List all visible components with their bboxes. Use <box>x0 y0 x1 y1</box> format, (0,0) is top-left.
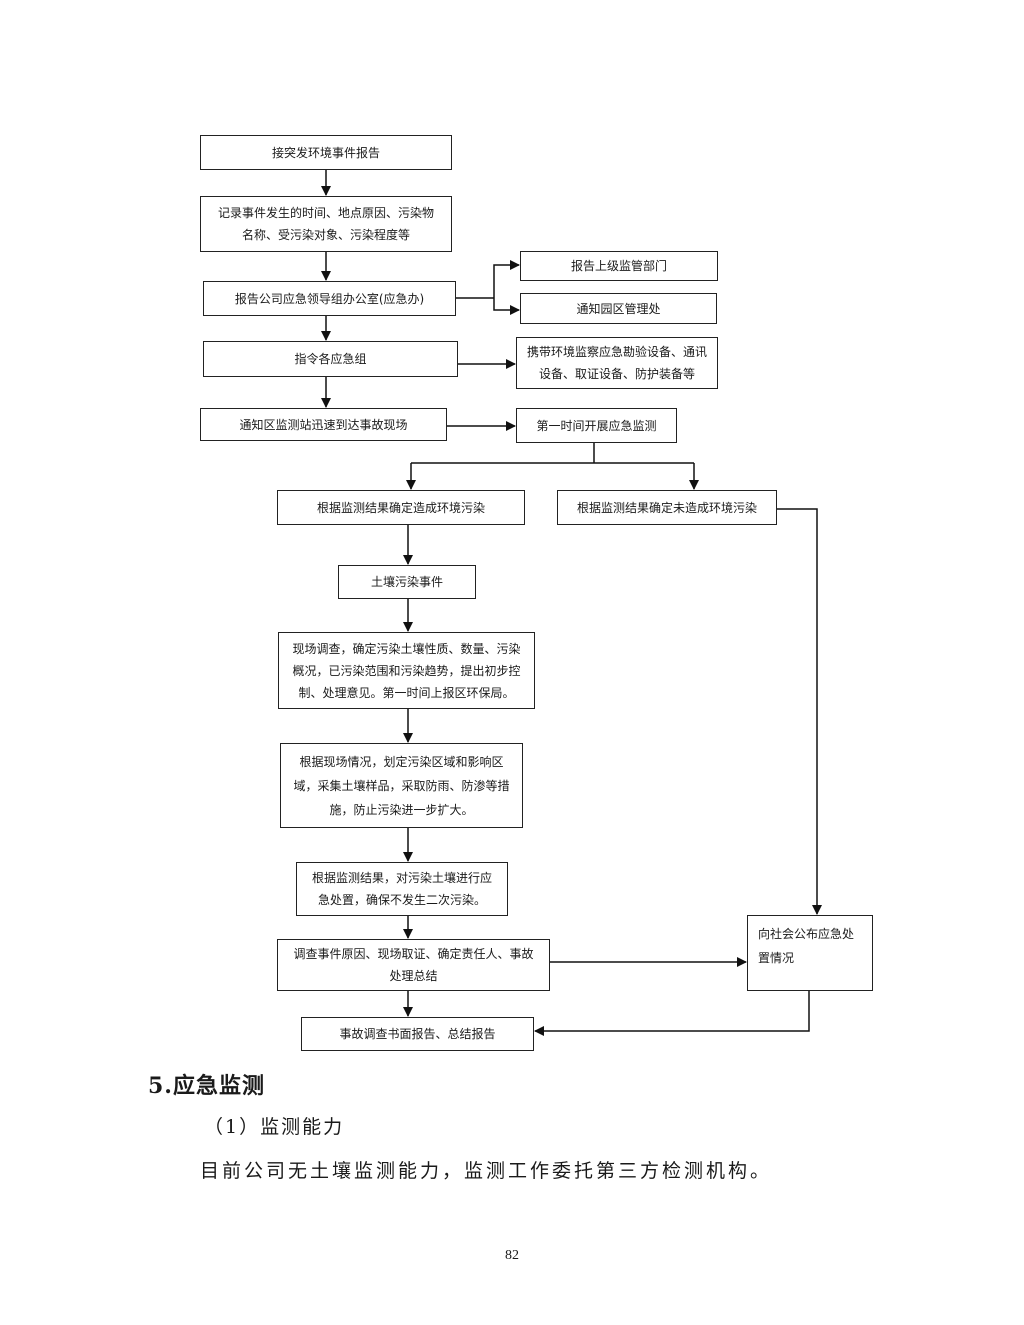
node-report-superior: 报告上级监管部门 <box>520 251 718 281</box>
section-heading: 5.应急监测 <box>148 1073 265 1099</box>
node-written-report: 事故调查书面报告、总结报告 <box>301 1017 534 1051</box>
node-notify-station: 通知区监测站迅速到达事故现场 <box>200 408 447 441</box>
node-polluted: 根据监测结果确定造成环境污染 <box>277 490 525 525</box>
node-publish: 向社会公布应急处置情况 <box>747 915 873 991</box>
node-soil-event: 土壤污染事件 <box>338 565 476 599</box>
section-paragraph: 目前公司无土壤监测能力，监测工作委托第三方检测机构。 <box>200 1160 773 1182</box>
node-not-polluted: 根据监测结果确定未造成环境污染 <box>557 490 777 525</box>
node-investigate: 调查事件原因、现场取证、确定责任人、事故处理总结 <box>277 939 550 991</box>
node-delimit-area: 根据现场情况，划定污染区域和影响区域，采集土壤样品，采取防雨、防渗等措施，防止污… <box>280 743 523 828</box>
arrow-to-superior <box>493 260 520 298</box>
node-site-survey: 现场调查，确定污染土壤性质、数量、污染概况，已污染范围和污染趋势，提出初步控制、… <box>278 632 535 709</box>
node-command-groups: 指令各应急组 <box>203 341 458 377</box>
node-carry-equipment: 携带环境监察应急勘验设备、通讯设备、取证设备、防护装备等 <box>516 337 718 389</box>
node-start-monitoring: 第一时间开展应急监测 <box>516 408 677 443</box>
node-emergency-treatment: 根据监测结果，对污染土壤进行应急处置，确保不发生二次污染。 <box>296 862 508 916</box>
arrow-to-park <box>493 298 520 315</box>
node-receive-report: 接突发环境事件报告 <box>200 135 452 170</box>
arrow-publish-to-report <box>534 991 810 1036</box>
arrow-not-polluted-to-publish <box>777 508 822 915</box>
node-report-office: 报告公司应急领导组办公室(应急办) <box>203 281 456 316</box>
node-notify-park: 通知园区管理处 <box>520 293 717 324</box>
node-record-event: 记录事件发生的时间、地点原因、污染物名称、受污染对象、污染程度等 <box>200 196 452 252</box>
section-subheading: （1）监测能力 <box>204 1116 345 1138</box>
page-number: 82 <box>505 1248 519 1263</box>
